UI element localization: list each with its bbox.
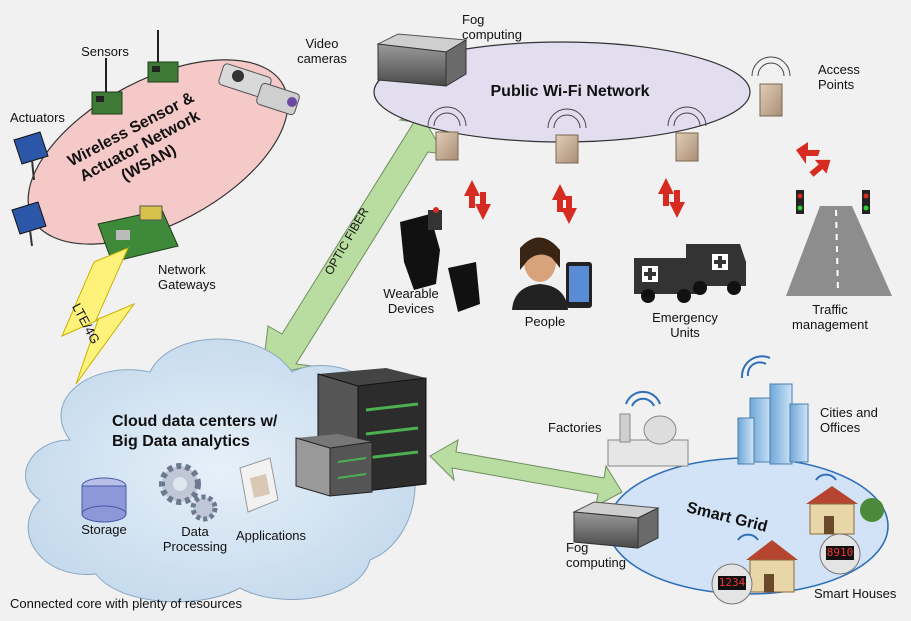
solar-panel-icon [13,131,49,181]
cities-offices-label: Cities and Offices [820,405,878,435]
fog-computing-server-icon [376,33,468,87]
access-point-icon [667,106,707,162]
smart-houses-label: Smart Houses [814,586,897,601]
people-label: People [524,314,566,329]
smart-house-icon [806,473,884,535]
storage-label: Storage [81,522,127,537]
factories-label: Factories [548,420,602,435]
wifi-network-title: Public Wi-Fi Network [490,83,650,100]
bidirectional-arrow-icon [552,184,577,224]
access-point-icon [547,108,587,164]
applications-box-icon [239,457,279,513]
applications-label: Applications [235,528,307,543]
network-gateway-icon [97,205,179,263]
wearable-device-icon [400,207,480,312]
traffic-management-label: Traffic management [792,302,868,332]
data-center-server-icon [295,434,373,497]
access-point-icon [751,56,791,117]
data-processing-gear-icon [159,463,218,522]
network-gateways-label: Network Gateways [158,262,216,292]
sensor-board-icon [147,30,179,83]
data-processing-label: Data Processing [162,524,228,554]
cloud-title: Cloud data centers w/ Big Data analytics [112,413,278,450]
ambulance-icon [634,258,696,303]
grid-fog-computing-label: Fog computing [566,540,626,570]
wearable-devices-label: Wearable Devices [383,286,439,316]
bidirectional-arrow-icon [658,178,685,218]
smart-house-icon [737,533,798,593]
video-camera-icon [218,63,300,116]
person-icon [512,237,592,310]
access-point-icon [427,106,467,161]
factory-icon [607,390,689,467]
storage-database-icon [81,477,127,523]
sensors-label: Sensors [81,44,129,59]
bidirectional-arrow-icon [464,180,491,220]
smart-meter-reading: 8910 [826,546,854,559]
bidirectional-arrow-icon [796,142,831,177]
smart-meter-reading: 1234 [718,576,746,589]
ambulance-icon [686,244,746,295]
core-caption: Connected core with plenty of resources [10,596,242,611]
lte-lightning-link [61,247,136,385]
city-buildings-icon [737,355,809,465]
sensor-board-icon [91,58,123,115]
traffic-road-icon [786,190,892,296]
actuators-label: Actuators [10,110,65,125]
solar-panel-icon [11,201,47,247]
smart-meter-icon [819,533,861,575]
fog-computing-server-icon [572,501,660,549]
access-points-label: Access Points [818,62,860,92]
emergency-units-label: Emergency Units [652,310,718,340]
video-cameras-label: Video cameras [297,36,347,66]
cloud-grid-link [429,439,623,507]
smart-meter-icon [711,563,753,605]
wifi-fog-computing-label: Fog computing [462,12,522,42]
